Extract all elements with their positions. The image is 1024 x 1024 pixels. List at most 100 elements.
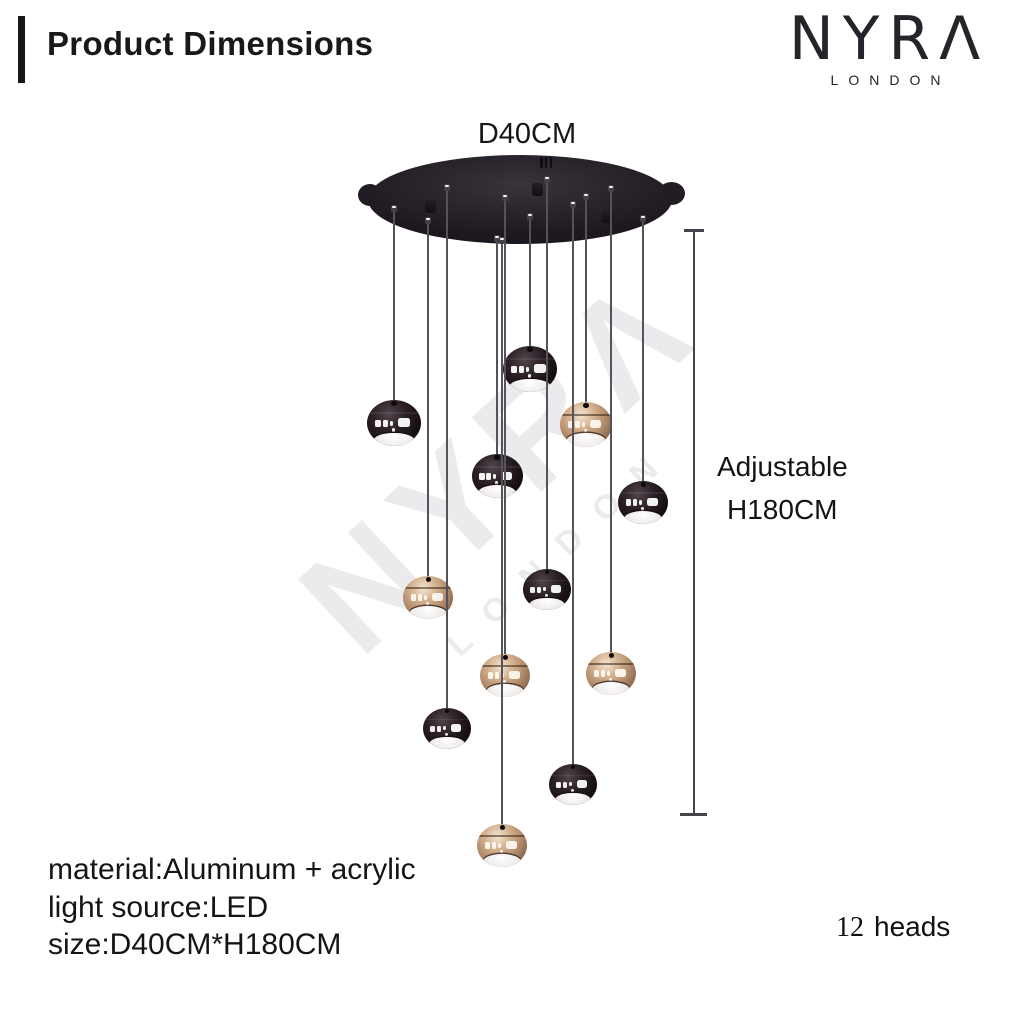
ceiling-canopy — [368, 155, 672, 244]
ball-seam — [471, 465, 523, 468]
ball-reflection — [543, 587, 547, 592]
ball-diffuser-lens — [509, 378, 551, 392]
pendant-cord — [391, 205, 396, 405]
ball-reflection — [506, 840, 517, 849]
ball-reflection — [569, 782, 573, 787]
ball-diffuser-lens — [554, 792, 592, 805]
ball-diffuser-lens — [592, 682, 630, 695]
ball-diffuser-lens — [486, 684, 524, 697]
ball-reflection — [486, 473, 491, 480]
pendant-cord — [502, 194, 507, 659]
ball-diffuser-lens — [624, 511, 662, 524]
ball-reflection — [600, 670, 605, 677]
ball-reflection — [550, 584, 561, 593]
ball-top-hole — [499, 824, 505, 830]
ball-reflection — [576, 779, 587, 788]
canopy-vent — [540, 157, 554, 168]
ball-diffuser-lens — [409, 606, 447, 619]
ball-reflection — [426, 601, 429, 606]
pendant-ball-champagne — [560, 401, 612, 447]
ball-reflection — [511, 366, 518, 374]
ball-seam — [403, 587, 453, 590]
pendant-cord — [608, 185, 613, 657]
ball-top-hole — [527, 347, 533, 353]
pendant-ball-champagne — [586, 651, 636, 695]
ball-reflection — [398, 418, 410, 428]
ball-reflection — [492, 474, 496, 479]
ball-reflection — [567, 421, 574, 429]
ball-reflection — [583, 428, 588, 433]
ball-reflection — [498, 843, 501, 848]
ball-seam — [523, 579, 571, 582]
brand-logo-name: NYRΛ — [788, 4, 990, 74]
ball-reflection — [518, 366, 524, 374]
pendant-ball-black — [423, 707, 471, 749]
ball-reflection — [632, 499, 637, 506]
ball-reflection — [491, 842, 496, 849]
heads-number: 12 — [836, 912, 864, 943]
pendant-cord — [444, 184, 449, 713]
ball-reflection — [647, 497, 658, 506]
ball-top-hole — [640, 481, 646, 487]
ball-reflection — [562, 781, 568, 788]
ball-reflection — [424, 595, 427, 600]
ball-top-hole — [583, 402, 589, 408]
ball-reflection — [436, 725, 442, 732]
ball-reflection — [536, 586, 542, 593]
ball-top-hole — [425, 576, 431, 582]
ball-reflection — [484, 842, 490, 849]
pendant-ball-black — [503, 346, 557, 392]
pendant-cord — [494, 235, 499, 459]
height-label: H180CM — [727, 494, 838, 525]
ball-reflection — [500, 849, 503, 854]
title-accent-bar — [18, 16, 25, 83]
ball-reflection — [607, 671, 610, 676]
pendant-cord — [640, 215, 645, 486]
ball-reflection — [545, 593, 548, 598]
ball-reflection — [556, 781, 562, 788]
pendant-cord — [425, 217, 430, 581]
ball-top-hole — [502, 654, 508, 660]
ball-reflection — [391, 428, 396, 433]
pendant-ball-champagne — [477, 823, 527, 867]
pendant-cord — [544, 176, 549, 574]
ball-reflection — [571, 788, 574, 793]
ball-top-hole — [608, 652, 614, 658]
ball-reflection — [375, 420, 382, 428]
ball-reflection — [530, 586, 536, 593]
ball-seam — [618, 492, 668, 495]
ball-reflection — [430, 725, 436, 732]
brand-logo-city: LONDON — [830, 72, 951, 88]
pendant-ball-black — [618, 480, 668, 524]
diameter-label: D40CM — [477, 118, 577, 150]
ball-reflection — [639, 500, 642, 505]
ball-reflection — [479, 473, 485, 480]
ball-reflection — [581, 422, 585, 427]
ball-reflection — [593, 670, 599, 677]
ball-top-hole — [444, 708, 450, 714]
ball-reflection — [443, 726, 447, 731]
ball-reflection — [503, 679, 506, 684]
ball-reflection — [389, 421, 393, 426]
ball-reflection — [450, 723, 461, 732]
ball-seam — [423, 718, 471, 721]
ball-reflection — [410, 594, 416, 601]
ball-reflection — [525, 367, 529, 372]
ball-diffuser-lens — [528, 597, 566, 610]
brand-logo: NYRΛ LONDON — [768, 6, 1004, 88]
measure-cap-bottom — [680, 813, 707, 816]
ball-seam — [367, 412, 421, 415]
ball-diffuser-lens — [483, 854, 521, 867]
adjustable-label: Adjustable — [717, 451, 848, 482]
ball-seam — [549, 774, 597, 777]
ball-reflection — [575, 421, 580, 429]
ball-seam — [503, 358, 557, 361]
ball-reflection — [445, 732, 448, 737]
ball-seam — [586, 663, 636, 666]
pendant-cord — [499, 237, 504, 829]
ball-diffuser-lens — [566, 433, 606, 447]
ball-diffuser-lens — [428, 736, 466, 749]
pendant-ball-black — [367, 400, 421, 446]
ball-reflection — [432, 592, 443, 601]
canopy-junction-box — [425, 200, 436, 213]
